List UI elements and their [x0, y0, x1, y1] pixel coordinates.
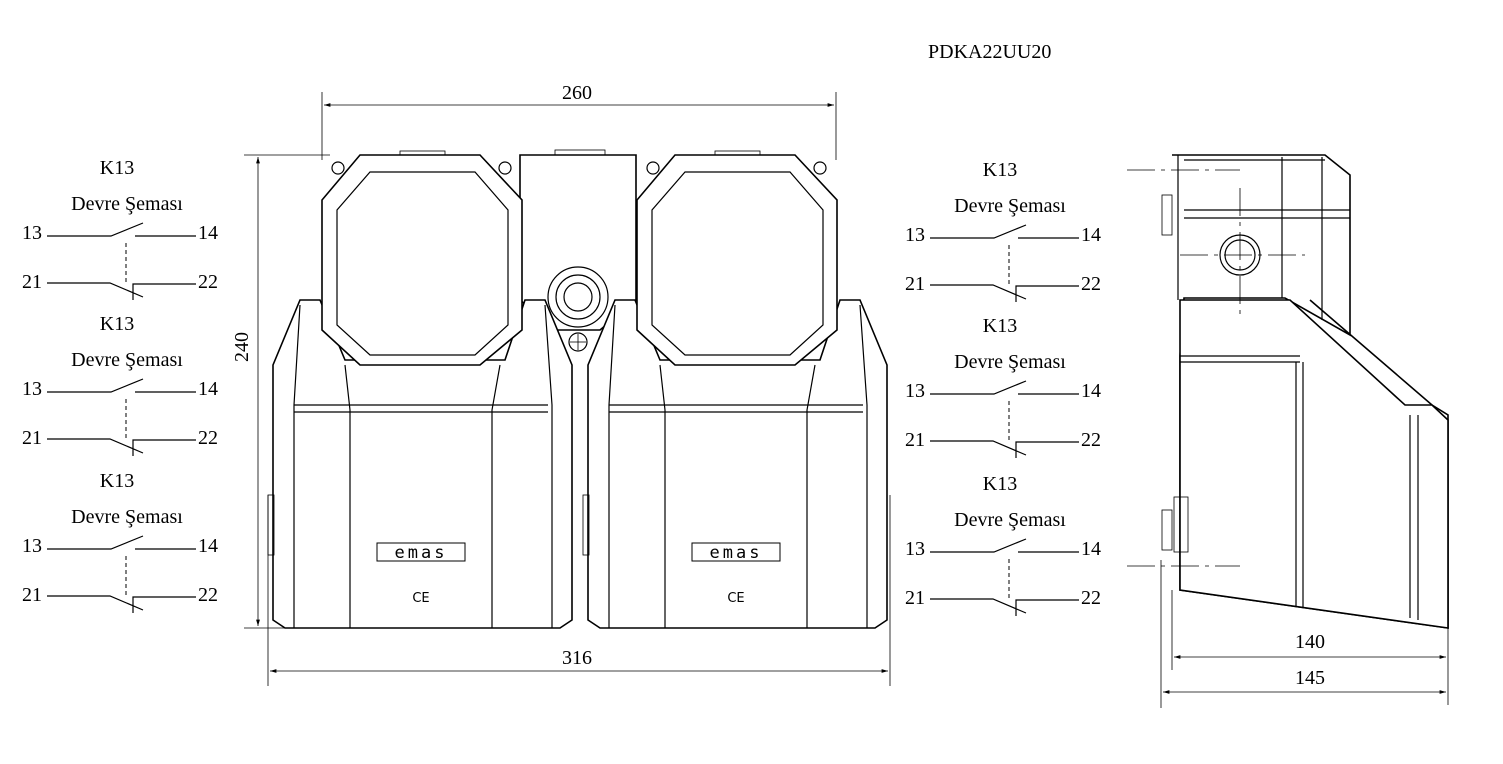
dimension-240: 240 — [231, 154, 330, 629]
nc-contact — [930, 598, 1079, 616]
terminal-22: 22 — [198, 271, 218, 293]
no-contact — [47, 378, 196, 393]
terminal-14: 14 — [198, 222, 218, 244]
terminal-21: 21 — [22, 271, 42, 293]
no-contact — [930, 538, 1079, 553]
dimension-label: 240 — [231, 332, 253, 362]
schematic-caption: Devre Şeması — [954, 351, 1066, 373]
terminal-22: 22 — [198, 427, 218, 449]
nc-contact — [47, 282, 196, 300]
schematic-caption: Devre Şeması — [71, 193, 183, 215]
dimension-145: 145 — [1160, 560, 1446, 708]
pedal-right: emas CE — [582, 150, 888, 629]
terminal-22: 22 — [1081, 273, 1101, 295]
no-contact — [47, 222, 196, 237]
no-contact — [47, 535, 196, 550]
terminal-21: 21 — [22, 427, 42, 449]
contact-label: K13 — [983, 159, 1017, 181]
svg-text:emas: emas — [395, 543, 448, 563]
terminal-21: 21 — [905, 429, 925, 451]
terminal-14: 14 — [1081, 538, 1101, 560]
terminal-13: 13 — [905, 224, 925, 246]
terminal-13: 13 — [905, 380, 925, 402]
contact-label: K13 — [983, 315, 1017, 337]
dimension-label: 140 — [1295, 631, 1325, 653]
contact-label: K13 — [100, 157, 134, 179]
no-contact — [930, 380, 1079, 395]
ce-mark: CE — [412, 591, 429, 606]
ce-mark: CE — [727, 591, 744, 606]
schematic-caption: Devre Şeması — [954, 509, 1066, 531]
terminal-13: 13 — [22, 378, 42, 400]
contact-label: K13 — [983, 473, 1017, 495]
terminal-13: 13 — [22, 222, 42, 244]
terminal-21: 21 — [22, 584, 42, 606]
schematic-caption: Devre Şeması — [954, 195, 1066, 217]
terminal-14: 14 — [1081, 380, 1101, 402]
dimension-260: 260 — [321, 82, 837, 160]
schematic-caption: Devre Şeması — [71, 349, 183, 371]
nc-contact — [47, 438, 196, 456]
nc-contact — [930, 284, 1079, 302]
svg-text:emas: emas — [710, 543, 763, 563]
terminal-22: 22 — [1081, 429, 1101, 451]
terminal-22: 22 — [1081, 587, 1101, 609]
emas-logo: emas — [376, 542, 466, 563]
dimension-label: 260 — [562, 82, 592, 104]
terminal-14: 14 — [198, 378, 218, 400]
side-view — [1127, 154, 1449, 629]
terminal-22: 22 — [198, 584, 218, 606]
contact-label: K13 — [100, 470, 134, 492]
contact-label: K13 — [100, 313, 134, 335]
pedal-left: emas CE — [267, 150, 573, 629]
dimension-316: 316 — [267, 495, 891, 686]
terminal-21: 21 — [905, 587, 925, 609]
no-contact — [930, 224, 1079, 239]
front-view: emas CE emas CE — [267, 149, 888, 629]
nc-contact — [47, 595, 196, 613]
terminal-21: 21 — [905, 273, 925, 295]
schematic-caption: Devre Şeması — [71, 506, 183, 528]
terminal-13: 13 — [905, 538, 925, 560]
dimension-label: 316 — [562, 647, 592, 669]
terminal-14: 14 — [1081, 224, 1101, 246]
dimension-label: 145 — [1295, 667, 1325, 689]
dimension-140: 140 — [1171, 590, 1449, 705]
model-title: PDKA22UU20 — [928, 41, 1051, 63]
terminal-14: 14 — [198, 535, 218, 557]
terminal-13: 13 — [22, 535, 42, 557]
emas-logo: emas — [691, 542, 781, 563]
nc-contact — [930, 440, 1079, 458]
